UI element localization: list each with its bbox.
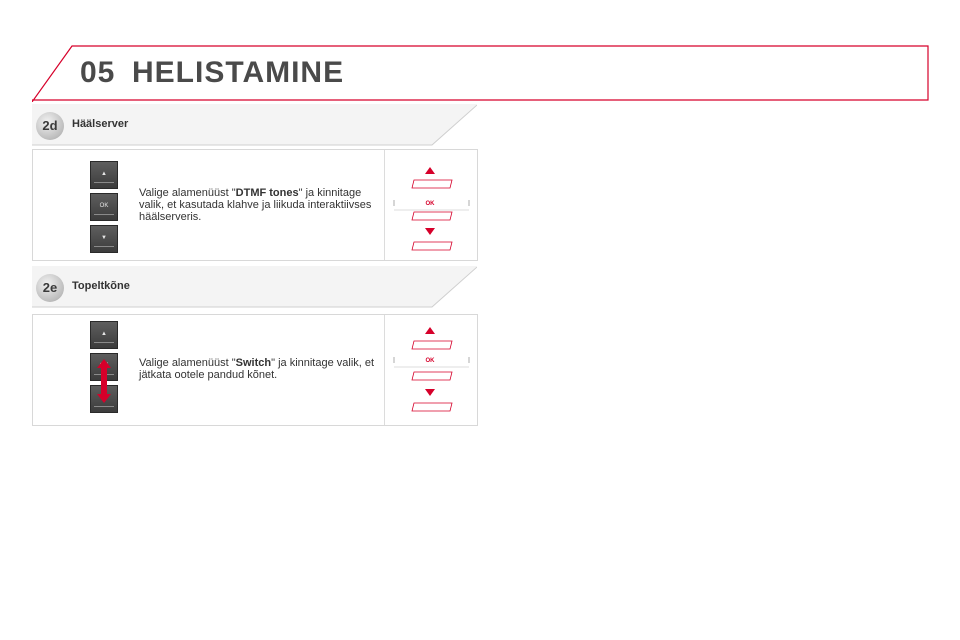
up-arrow-icon: ▲ xyxy=(101,171,107,177)
ok-icon: OK xyxy=(99,203,109,209)
section-title: Häälserver xyxy=(72,118,129,130)
section-box-2e: ▲ OK ▼ Valige alamenüüst "Switch" ja kin… xyxy=(32,314,478,426)
divider xyxy=(384,150,385,260)
chapter-header xyxy=(32,44,930,102)
down-key: ▼ xyxy=(90,225,118,253)
header-frame xyxy=(32,45,929,102)
up-down-arrow-icon xyxy=(97,359,111,403)
navigation-diagram: OK xyxy=(393,167,470,251)
menu-option: DTMF tones xyxy=(235,187,299,199)
section-bar-2d: 2d Häälserver xyxy=(32,104,477,146)
ok-key: OK xyxy=(90,193,118,221)
divider xyxy=(384,315,385,425)
chapter-title: HELISTAMINE xyxy=(132,56,345,89)
up-arrow-icon xyxy=(425,327,435,334)
up-arrow-icon xyxy=(425,167,435,174)
section-box-2d: ▲ OK ▼ Valige alamenüüst "DTMF tones" ja… xyxy=(32,149,478,261)
ok-icon: OK xyxy=(426,201,436,207)
up-arrow-icon: ▲ xyxy=(101,331,107,337)
instruction-text: Valige alamenüüst "Switch" ja kinnitage … xyxy=(139,357,375,381)
ok-icon: OK xyxy=(426,358,436,364)
section-bar-2e: 2e Topeltkõne xyxy=(32,266,477,308)
up-key: ▲ xyxy=(90,321,118,349)
up-key: ▲ xyxy=(90,161,118,189)
navigation-diagram: OK xyxy=(393,327,470,412)
section-badge: 2e xyxy=(36,274,64,302)
section-badge: 2d xyxy=(36,112,64,140)
menu-option: Switch xyxy=(235,357,272,369)
down-arrow-icon xyxy=(425,389,435,396)
down-arrow-icon xyxy=(425,228,435,235)
chapter-number: 05 xyxy=(80,56,116,89)
section-title: Topeltkõne xyxy=(72,280,130,292)
instruction-text: Valige alamenüüst "DTMF tones" ja kinnit… xyxy=(139,187,372,223)
down-arrow-icon: ▼ xyxy=(101,235,107,241)
